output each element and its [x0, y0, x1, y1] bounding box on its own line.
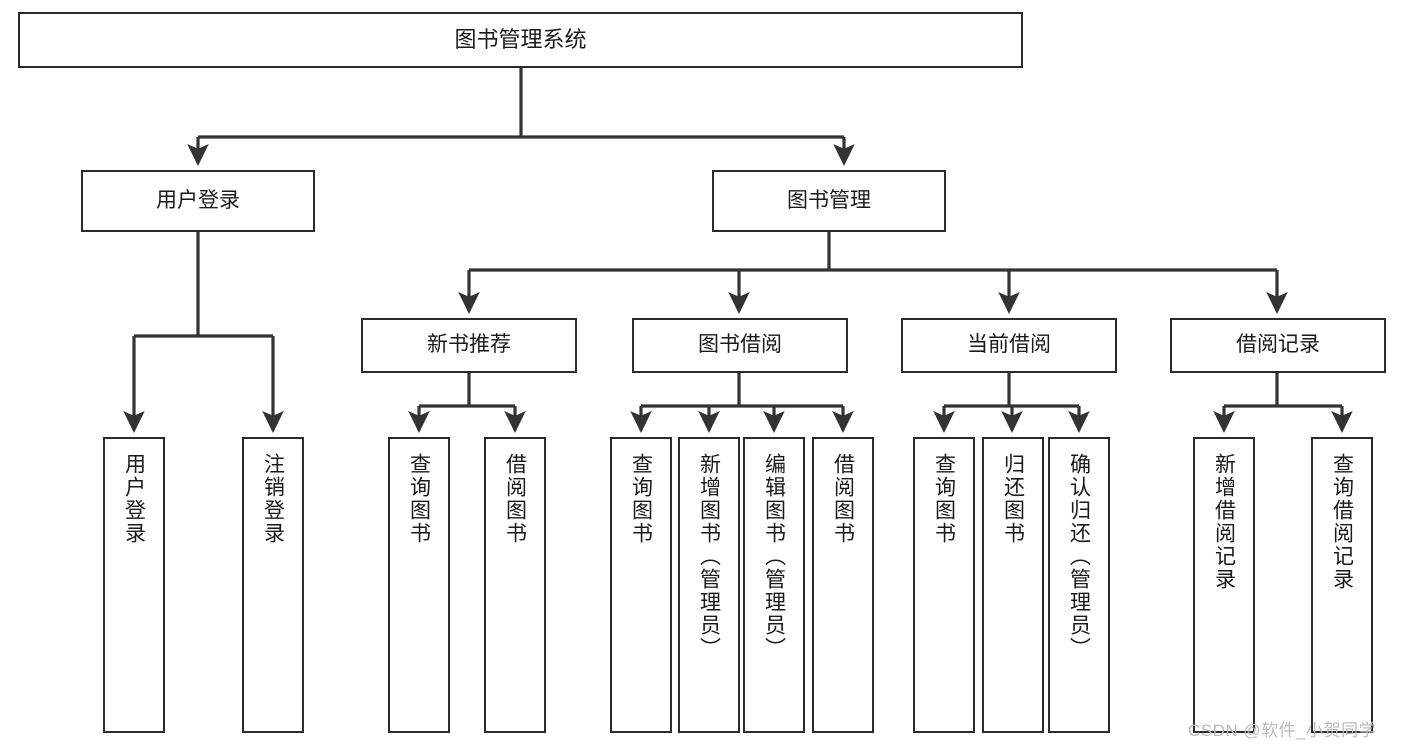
node-label: 查询借阅记录 [1330, 453, 1354, 591]
leaf-current-borrow-query-book[interactable]: 查询图书 [913, 437, 975, 733]
leaf-user-login-logout[interactable]: 注销登录 [242, 437, 304, 733]
node-label: 查询图书 [629, 453, 653, 545]
node-label: 编辑图书（管理员） [762, 453, 786, 660]
node-label: 借阅图书 [503, 453, 527, 545]
node-new-book-recommend[interactable]: 新书推荐 [361, 318, 577, 373]
node-label: 新书推荐 [427, 333, 511, 357]
node-label: 确认归还（管理员） [1067, 453, 1091, 660]
node-borrow-record[interactable]: 借阅记录 [1170, 318, 1386, 373]
node-label: 用户登录 [122, 453, 146, 545]
leaf-borrow-record-query-record[interactable]: 查询借阅记录 [1311, 437, 1373, 733]
node-label: 新增借阅记录 [1212, 453, 1236, 591]
csdn-watermark: CSDN @软件_小贺同学 [1188, 721, 1377, 740]
node-label: 新增图书（管理员） [697, 453, 721, 660]
node-label: 图书管理 [787, 188, 871, 212]
leaf-borrow-record-add-record[interactable]: 新增借阅记录 [1193, 437, 1255, 733]
leaf-book-borrow-add-book-admin[interactable]: 新增图书（管理员） [678, 437, 740, 733]
node-label: 借阅记录 [1236, 333, 1320, 357]
node-book-management[interactable]: 图书管理 [712, 170, 946, 232]
node-label: 归还图书 [1001, 453, 1025, 545]
leaf-new-book-query-book[interactable]: 查询图书 [388, 437, 450, 733]
node-current-borrow[interactable]: 当前借阅 [901, 318, 1117, 373]
node-label: 当前借阅 [967, 333, 1051, 357]
leaf-book-borrow-query-book[interactable]: 查询图书 [610, 437, 672, 733]
node-label: 注销登录 [261, 453, 285, 545]
node-label: 用户登录 [156, 188, 240, 212]
leaf-user-login-login[interactable]: 用户登录 [103, 437, 165, 733]
leaf-current-borrow-return-book[interactable]: 归还图书 [982, 437, 1044, 733]
leaf-current-borrow-confirm-return-admin[interactable]: 确认归还（管理员） [1048, 437, 1110, 733]
leaf-book-borrow-edit-book-admin[interactable]: 编辑图书（管理员） [743, 437, 805, 733]
node-label: 图书管理系统 [454, 27, 587, 53]
node-label: 借阅图书 [831, 453, 855, 545]
node-label: 查询图书 [407, 453, 431, 545]
leaf-book-borrow-borrow-book[interactable]: 借阅图书 [812, 437, 874, 733]
node-book-borrow[interactable]: 图书借阅 [632, 318, 848, 373]
leaf-new-book-borrow-book[interactable]: 借阅图书 [484, 437, 546, 733]
node-label: 图书借阅 [698, 333, 782, 357]
node-user-login[interactable]: 用户登录 [81, 170, 315, 232]
node-root-book-management-system[interactable]: 图书管理系统 [18, 12, 1023, 68]
node-label: 查询图书 [932, 453, 956, 545]
